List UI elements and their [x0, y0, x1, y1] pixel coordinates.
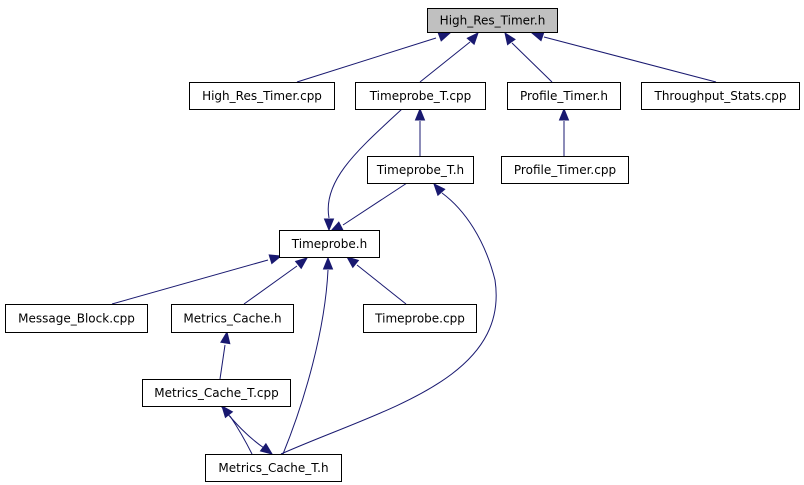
node-profile-timer-cpp[interactable]: Profile_Timer.cpp: [501, 156, 629, 184]
edge-metrics_cache_t_h-to-timeprobe_h: [282, 256, 334, 455]
node-profile-timer-h[interactable]: Profile_Timer.h: [507, 82, 621, 110]
edge-arrowhead: [294, 257, 309, 270]
edge-arrowhead: [558, 107, 570, 121]
node-label: High_Res_Timer.h: [440, 14, 546, 28]
edge-throughput_stats_cpp-to-high_res_timer_h: [530, 31, 717, 83]
node-label: Message_Block.cpp: [18, 312, 135, 326]
node-box: [189, 82, 335, 110]
edge-line: [342, 182, 408, 226]
node-box: [5, 304, 148, 333]
edge-profile_timer_h-to-high_res_timer_h: [504, 31, 553, 83]
edge-line: [543, 36, 717, 83]
node-label: Metrics_Cache_T.cpp: [154, 386, 278, 400]
edge-arrowhead: [268, 254, 283, 265]
node-label: High_Res_Timer.cpp: [202, 89, 322, 103]
edge-metrics_cache_t_h-to-timeprobe_t_h: [280, 183, 497, 455]
edge-line: [296, 37, 437, 83]
node-timeprobe-cpp[interactable]: Timeprobe.cpp: [363, 304, 477, 333]
edge-timeprobe_t_cpp-to-high_res_timer_h: [419, 32, 479, 83]
node-throughput-stats-cpp[interactable]: Throughput_Stats.cpp: [641, 82, 800, 110]
node-box: [367, 156, 474, 184]
edge-arrowhead: [437, 31, 452, 42]
node-label: Metrics_Cache_T.h: [218, 461, 328, 475]
edge-line: [111, 259, 269, 305]
node-box: [279, 230, 380, 258]
node-label: Throughput_Stats.cpp: [654, 89, 787, 103]
edge-arrowhead: [322, 256, 334, 270]
node-box: [641, 82, 800, 110]
node-timeprobe-h[interactable]: Timeprobe.h: [279, 230, 380, 258]
edge-arrowhead: [220, 330, 231, 345]
edge-line: [282, 269, 329, 455]
node-timeprobe-t-h[interactable]: Timeprobe_T.h: [367, 156, 474, 184]
node-label: Profile_Timer.cpp: [514, 163, 616, 177]
node-box: [363, 304, 477, 333]
node-box: [507, 82, 621, 110]
node-box: [427, 8, 558, 33]
node-label: Profile_Timer.h: [520, 89, 608, 103]
edge-timeprobe_cpp-to-timeprobe_h: [345, 256, 407, 305]
edge-arrowhead: [433, 183, 446, 197]
edge-arrowhead: [530, 31, 545, 42]
edge-line: [219, 344, 226, 380]
edge-line: [280, 192, 497, 455]
edge-message_block_cpp-to-timeprobe_h: [111, 254, 283, 305]
edge-line: [327, 108, 403, 219]
edge-arrowhead: [323, 218, 335, 232]
node-message-block-cpp[interactable]: Message_Block.cpp: [5, 304, 148, 333]
edge-timeprobe_t_h-to-timeprobe_h: [329, 182, 408, 232]
edge-arrowhead: [345, 256, 360, 269]
node-high-res-timer-h[interactable]: High_Res_Timer.h: [427, 8, 558, 33]
node-high-res-timer-cpp[interactable]: High_Res_Timer.cpp: [189, 82, 335, 110]
edge-metrics_cache_t_cpp-to-metrics_cache_t_h: [220, 405, 274, 455]
node-label: Metrics_Cache.h: [183, 312, 281, 326]
edge-timeprobe_t_cpp-to-timeprobe_h: [323, 108, 403, 232]
edge-line: [229, 415, 253, 455]
node-label: Timeprobe.cpp: [374, 312, 465, 326]
node-box: [142, 379, 291, 407]
edges-layer: [111, 31, 717, 455]
node-box: [205, 454, 342, 482]
edge-arrowhead: [259, 442, 274, 455]
edge-profile_timer_cpp-to-profile_timer_h: [558, 107, 570, 156]
edge-timeprobe_t_h-to-timeprobe_t_cpp: [414, 107, 426, 156]
node-metrics-cache-h[interactable]: Metrics_Cache.h: [171, 304, 294, 333]
edge-arrowhead: [504, 31, 516, 46]
node-box: [355, 82, 486, 110]
edge-metrics_cache_h-to-timeprobe_h: [243, 257, 309, 305]
node-metrics-cache-t-cpp[interactable]: Metrics_Cache_T.cpp: [142, 379, 291, 407]
edge-arrowhead: [221, 404, 234, 419]
edge-high_res_timer_cpp-to-high_res_timer_h: [296, 31, 452, 83]
edge-line: [220, 405, 265, 449]
edge-line: [419, 41, 471, 83]
edge-arrowhead: [414, 107, 426, 121]
edge-line: [511, 42, 553, 83]
node-box: [171, 304, 294, 333]
edge-arrowhead: [329, 221, 344, 232]
edge-line: [243, 265, 298, 305]
node-box: [501, 156, 629, 184]
node-label: Timeprobe_T.cpp: [369, 89, 472, 103]
node-label: Timeprobe_T.h: [376, 163, 464, 177]
edge-line: [356, 264, 407, 305]
node-timeprobe-t-cpp[interactable]: Timeprobe_T.cpp: [355, 82, 486, 110]
edge-metrics_cache_t_cpp-to-metrics_cache_h: [219, 330, 231, 380]
node-label: Timeprobe.h: [291, 237, 367, 251]
edge-arrowhead: [466, 32, 479, 46]
node-metrics-cache-t-h[interactable]: Metrics_Cache_T.h: [205, 454, 342, 482]
